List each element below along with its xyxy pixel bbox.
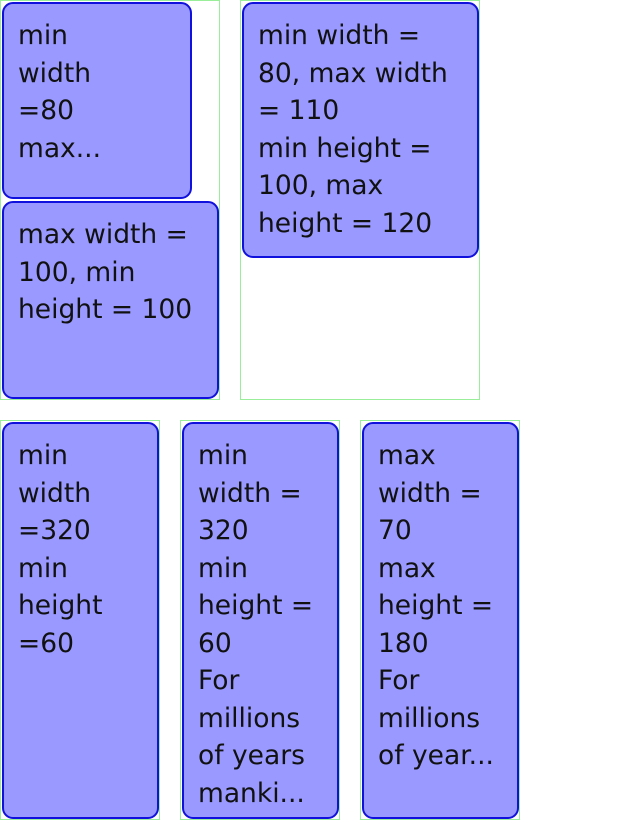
box-text-line: height = 120 xyxy=(258,207,433,239)
box-text-line: 100, max xyxy=(258,170,384,201)
box-text-line: = 110 xyxy=(258,95,340,126)
box-text-line: millions xyxy=(378,702,481,734)
box-text-line: max xyxy=(378,552,436,584)
box-text-line: min height = xyxy=(258,132,432,164)
box-text-line: max xyxy=(378,440,436,471)
box-min-width-320-with-text: min width = 320 min height = 60 For mill… xyxy=(182,422,339,819)
box-text-line: 180 xyxy=(378,627,429,659)
box-text-line: of year... xyxy=(378,740,494,771)
container-outline-top-left xyxy=(0,0,220,400)
box-text-line: For xyxy=(198,665,240,696)
box-text-line: =80 xyxy=(18,95,74,126)
container-outline-top-right xyxy=(240,0,480,400)
box-text-line: height = xyxy=(378,590,494,621)
box-max-width-70-max-height-180: max width = 70 max height = 180 For mill… xyxy=(362,422,519,819)
box-text-line: 80, max width xyxy=(258,57,448,89)
box-text-line: min xyxy=(198,552,248,584)
box-text-line: width xyxy=(18,477,92,509)
box-text-line: 100, min xyxy=(18,256,136,288)
box-text-line: min xyxy=(18,552,68,584)
box-text-line: height xyxy=(18,590,103,621)
box-max-width-100-min-height-100: max width = 100, min height = 100 xyxy=(2,201,219,399)
box-text-line: width xyxy=(18,57,92,89)
box-text-line: 60 xyxy=(198,627,232,659)
box-text-line: millions xyxy=(198,702,301,734)
box-text-line: max width = xyxy=(18,219,188,250)
box-text-line: width = xyxy=(378,477,482,509)
box-text-line: =320 xyxy=(18,515,91,546)
box-text-line: min xyxy=(18,20,68,51)
box-min-max-width-height: min width = 80, max width = 110 min heig… xyxy=(242,2,479,258)
box-text-line: 320 xyxy=(198,515,249,546)
box-min-width-320-min-height-60: min width =320 min height =60 xyxy=(2,422,159,819)
box-text-line: For xyxy=(378,665,420,696)
box-text-line: height = xyxy=(198,590,314,621)
box-text-line: =60 xyxy=(18,627,74,659)
box-text-line: height = 100 xyxy=(18,294,193,325)
box-text-line: min xyxy=(198,440,248,471)
box-text-line: width = xyxy=(198,477,302,509)
box-text-line: 70 xyxy=(378,515,412,546)
box-text-line: min xyxy=(18,440,68,471)
box-text-line: manki... xyxy=(198,777,305,809)
box-text-line: min width = xyxy=(258,20,421,51)
box-min-width-80-max: min width =80 max... xyxy=(2,2,192,199)
box-text-line: max... xyxy=(18,132,102,164)
box-text-line: of years xyxy=(198,740,305,771)
